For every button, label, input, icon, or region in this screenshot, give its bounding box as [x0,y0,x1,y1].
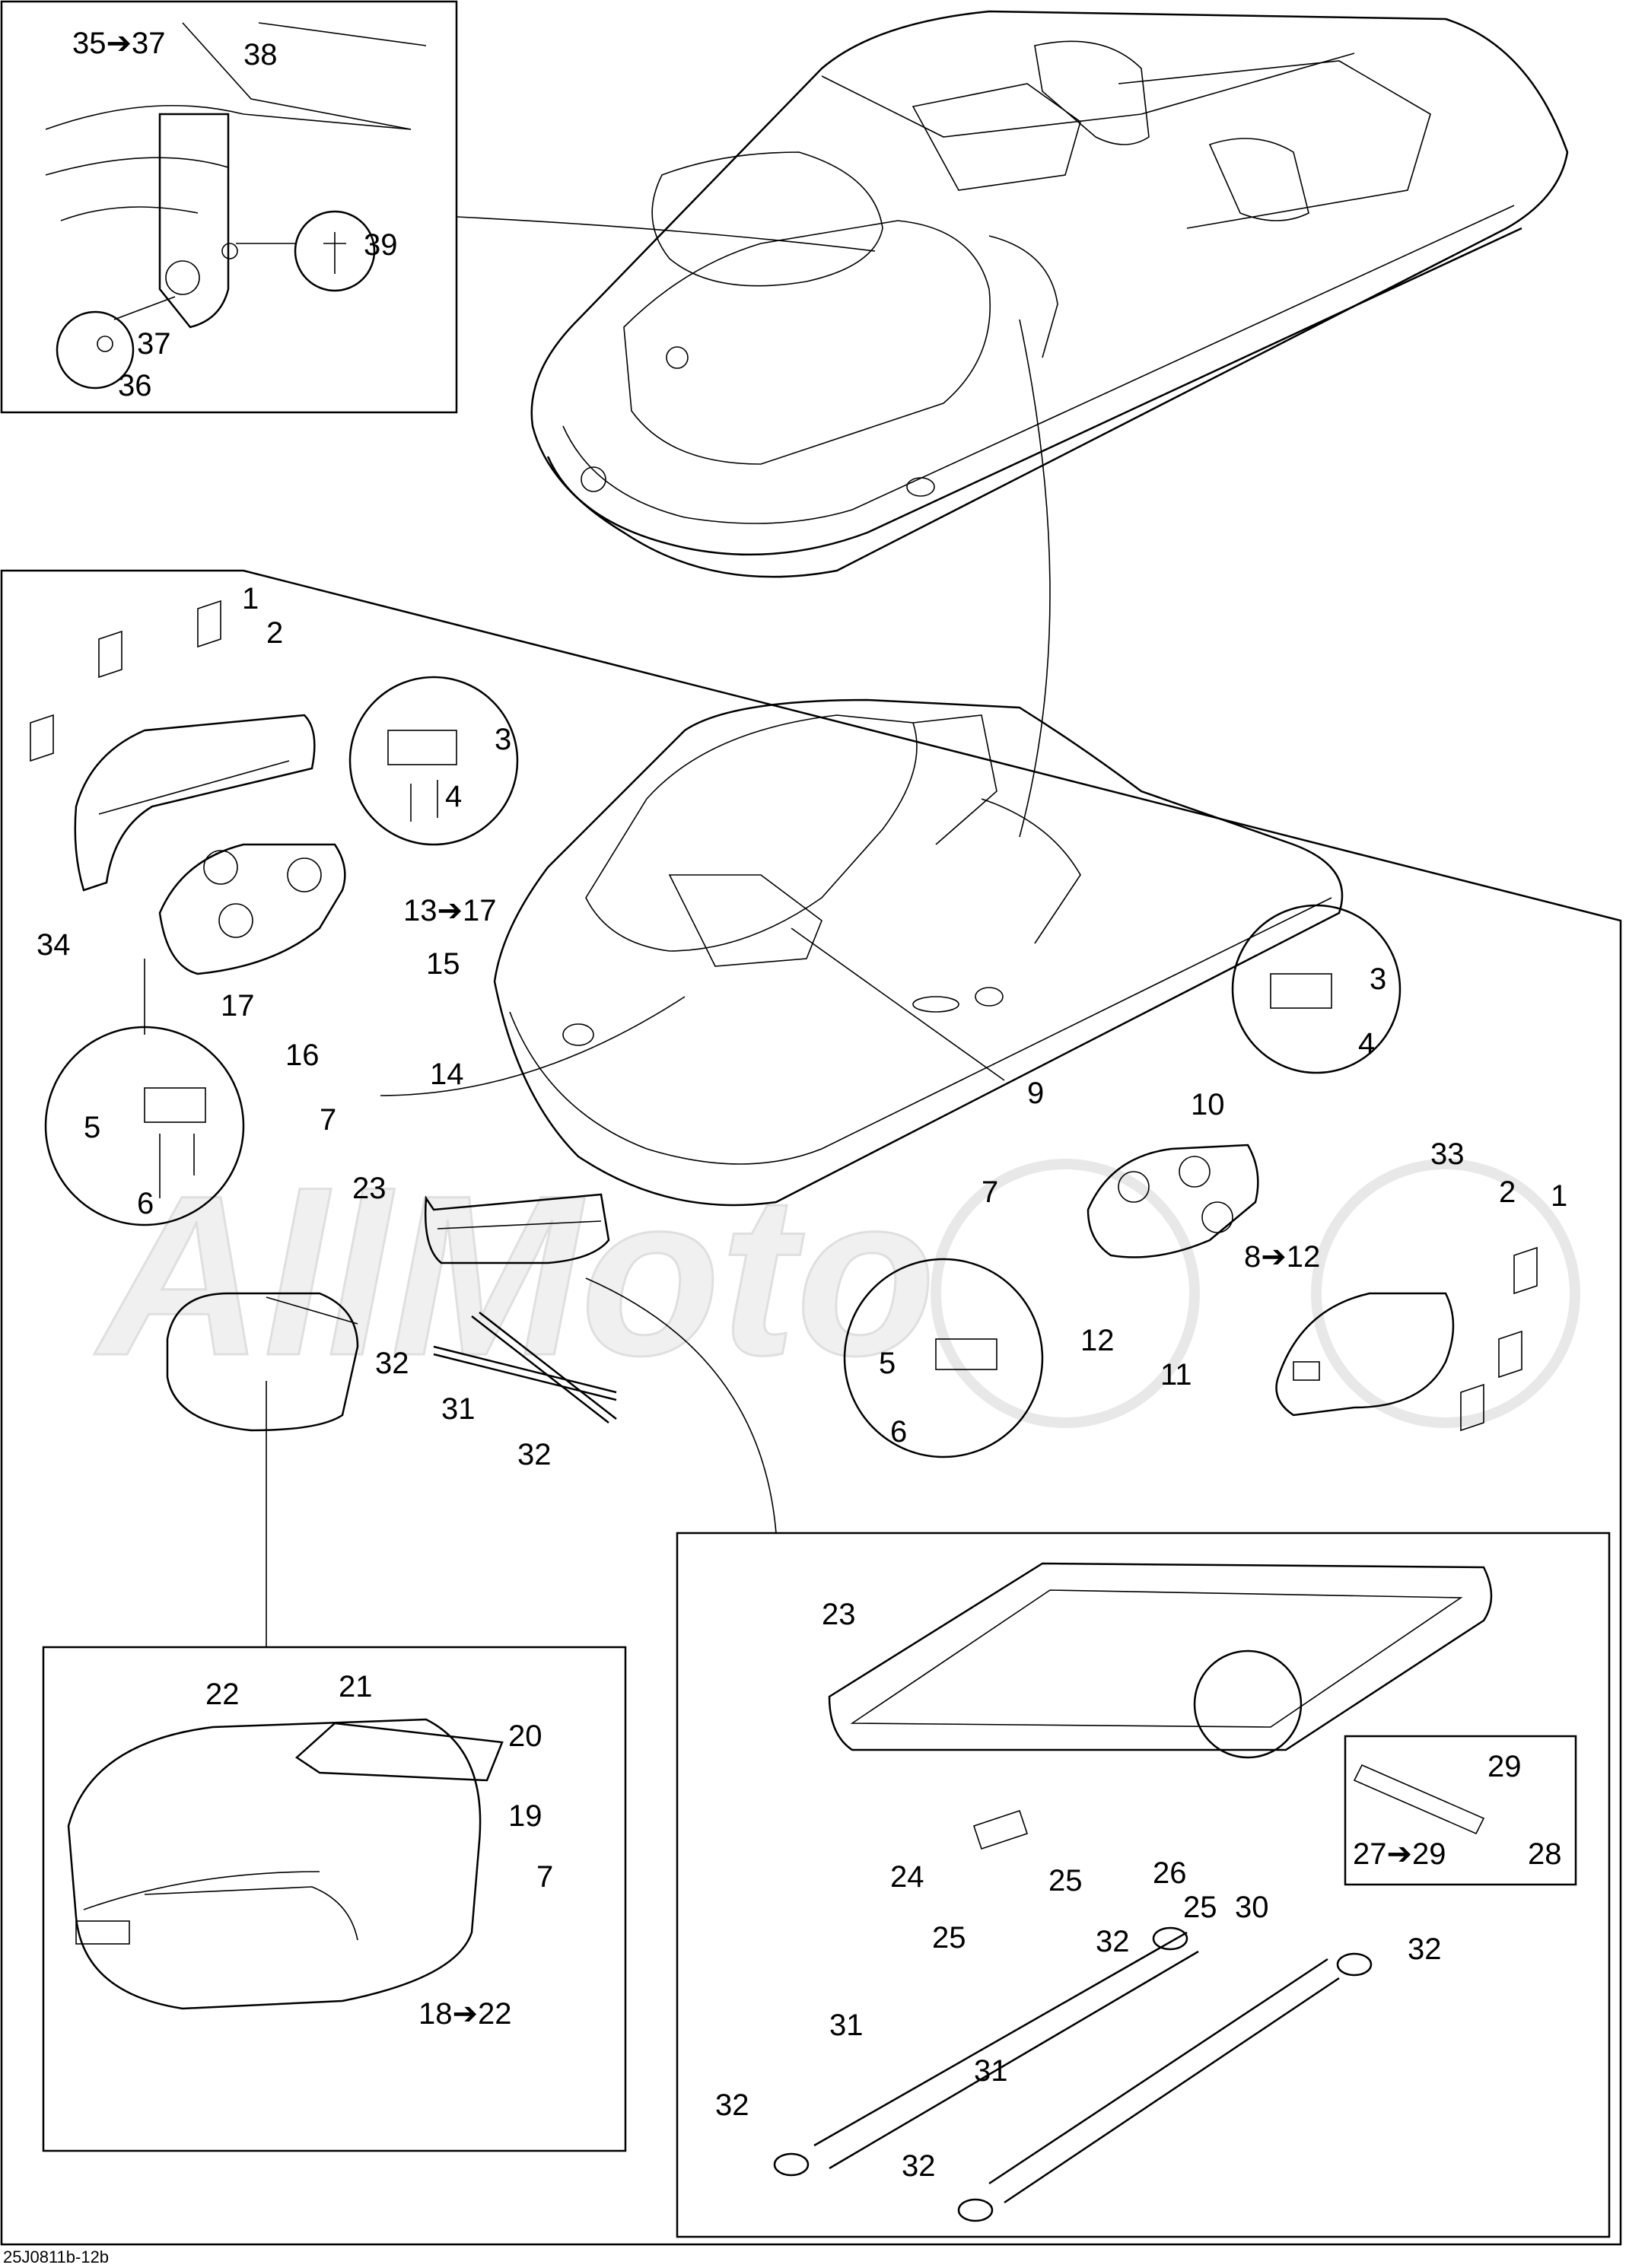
callout-label: 3 [1370,962,1386,996]
seat-support-detail [773,1562,1493,2222]
pillar-bracket-detail [45,22,427,390]
callout-label: 4 [1358,1027,1375,1061]
callout-label: 4 [445,780,462,813]
right-side-parts [843,904,1538,1458]
callout-label: 8➔12 [1244,1240,1320,1274]
inset-seat-cushion-frame [42,1646,627,2152]
callout-label: 31 [974,2054,1008,2088]
callout-label: 25 [1183,1891,1217,1924]
callout-label: 15 [426,947,460,981]
callout-label: 21 [339,1670,373,1703]
callout-label: 31 [441,1392,476,1426]
callout-label: 31 [829,2009,864,2042]
callout-label: 36 [118,369,152,402]
callout-label: 16 [285,1039,320,1072]
brackets-left [30,600,221,762]
callout-label: 32 [375,1347,409,1380]
callout-label: 32 [1096,1925,1130,1958]
inset-strap-detail-frame [1344,1735,1577,1886]
callout-label: 6 [137,1187,154,1220]
callout-label: 10 [1191,1088,1225,1121]
callout-label: 18➔22 [418,1997,512,2031]
callout-label: 39 [364,228,398,262]
callout-label: 17 [221,989,255,1023]
inset-seat-support-frame [676,1532,1611,2238]
callout-label: 26 [1153,1856,1187,1890]
callout-label: 3 [495,723,511,756]
callout-label: 34 [37,928,71,962]
watermark: AllMoto [91,1147,1580,1428]
left-side-parts [30,600,617,1432]
callout-label: 2 [266,616,283,650]
inset-pillar-detail-frame [0,0,458,414]
callout-label: 38 [243,38,278,72]
boat-overview [530,10,1569,578]
callout-label: 14 [430,1058,464,1091]
callout-label: 23 [352,1172,387,1205]
callout-label: 32 [715,2088,749,2122]
callout-label: 27➔29 [1353,1837,1446,1871]
callout-label: 12 [1080,1324,1115,1357]
callout-label: 7 [320,1103,336,1137]
callout-label: 1 [242,582,259,616]
callout-label: 33 [1430,1137,1465,1171]
callout-label: 6 [890,1415,907,1449]
callout-label: 7 [536,1860,553,1894]
callout-label: 1 [1551,1179,1567,1213]
callout-label: 37 [137,327,171,361]
callout-label: 23 [822,1598,856,1631]
callout-label: 24 [890,1860,924,1894]
brackets-right [1460,1246,1538,1432]
callout-label: 11 [1160,1358,1192,1392]
callout-label: 7 [982,1175,998,1209]
callout-label: 32 [517,1438,552,1471]
boat-seat-area [493,698,1344,1207]
callout-label: 13➔17 [403,894,497,927]
diagram-reference-code: 25J0811b-12b [3,2247,109,2266]
callout-label: 20 [508,1719,542,1753]
callout-labels: 35➔37 38 39 37 36 1 2 3 4 34 13➔17 15 17… [37,27,1567,2183]
callout-label: 5 [84,1111,100,1144]
callout-label: 32 [902,2149,936,2183]
callout-label: 28 [1528,1837,1562,1871]
watermark-text: AllMoto [92,1147,936,1403]
callout-label: 22 [205,1678,240,1711]
seat-cushion-detail [67,1718,504,2010]
callout-label: 9 [1027,1077,1044,1110]
callout-label: 30 [1235,1891,1269,1924]
callout-label: 5 [879,1347,896,1380]
callout-label: 25 [1048,1864,1083,1897]
callout-label: 35➔37 [72,27,166,60]
seat-panel-frame [0,569,1622,2246]
callout-label: 2 [1499,1175,1516,1209]
callout-label: 29 [1487,1750,1522,1783]
callout-label: 19 [508,1799,542,1833]
connector-lines [144,216,1051,1647]
callout-label: 25 [932,1921,966,1955]
callout-label: 32 [1408,1932,1442,1966]
